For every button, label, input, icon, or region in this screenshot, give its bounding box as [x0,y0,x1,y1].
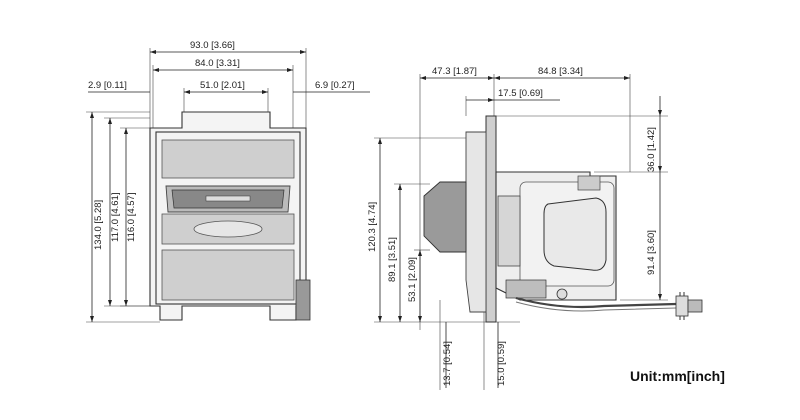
dim-89: 89.1 [3.51] [387,237,398,282]
dim-height-116: 116.0 [4.57] [126,193,137,242]
upper-panel [161,139,295,179]
connector-block [295,279,311,321]
dim-bezel-depth: 17.5 [0.69] [498,88,543,99]
lower-panel [161,249,295,301]
dim-height-overall: 134.0 [5.28] [93,200,104,250]
dim-width-overall: 93.0 [3.66] [190,40,235,51]
dim-left-offset: 2.9 [0.11] [88,80,127,91]
dim-91: 91.4 [3.60] [646,230,657,275]
dim-36: 36.0 [1.42] [646,127,657,172]
dim-width-body: 84.0 [3.31] [195,58,240,69]
dim-53: 53.1 [2.09] [407,257,418,302]
cash-box-outline [543,197,607,271]
bill-entry-guide [423,181,467,253]
connector-plug [675,295,689,317]
dim-height-117: 117.0 [4.61] [110,193,121,242]
mount-screw [556,288,568,300]
dim-front-depth: 47.3 [1.87] [432,66,477,77]
dim-width-slot: 51.0 [2.01] [200,80,245,91]
dim-120: 120.3 [4.74] [367,202,378,252]
dim-15: 15.0 [0.59] [496,341,507,386]
side-view: 47.3 [1.87] 84.8 [3.34] 17.5 [0.69] 36.0… [367,66,703,390]
cable [515,296,677,309]
dim-13: 13.7 [0.54] [442,341,453,386]
unit-label: Unit:mm[inch] [630,368,725,384]
dim-right-offset: 6.9 [0.27] [315,80,355,91]
dim-rear-depth: 84.8 [3.34] [538,66,583,77]
lens-window [193,220,263,238]
front-view: 93.0 [3.66] 84.0 [3.31] 51.0 [2.01] 2.9 … [86,40,370,323]
side-bezel-plate [485,115,497,323]
